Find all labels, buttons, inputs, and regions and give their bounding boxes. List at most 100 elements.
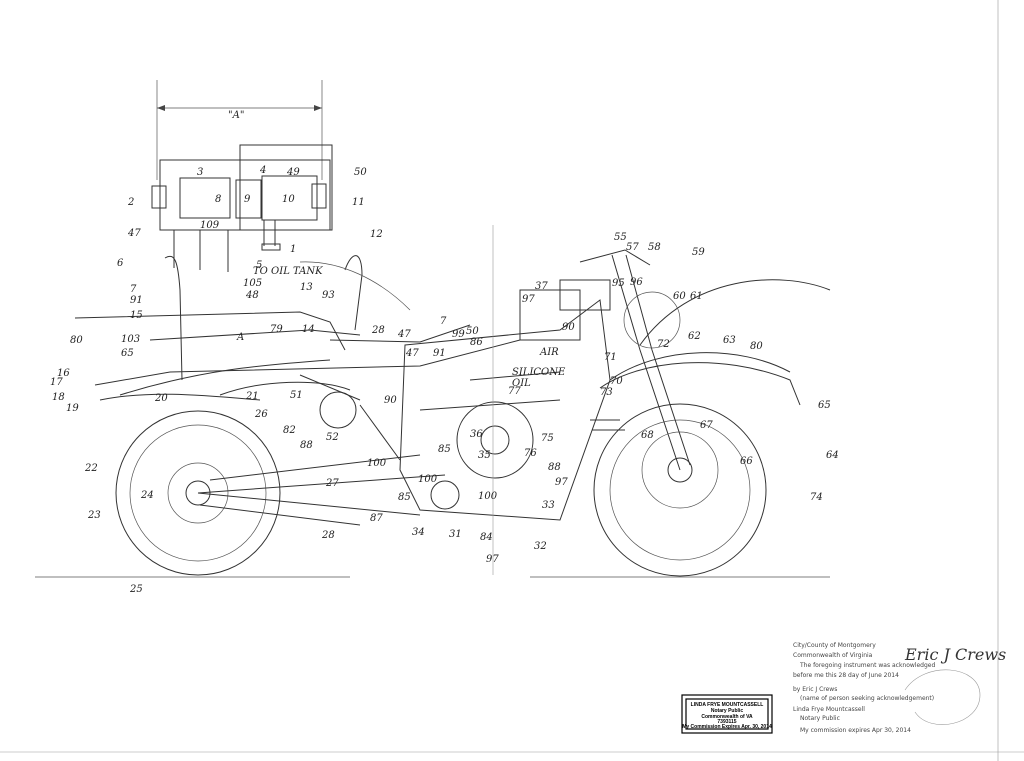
swing-arm [197,374,446,526]
frame-outline [74,255,521,401]
callout-label: 6 [117,258,124,269]
callout-label: 1 [290,244,296,255]
callout-label: 11 [352,197,365,208]
callout-label: 13 [300,282,313,293]
callout-label: 76 [524,448,537,459]
callout-label: 47 [397,329,411,340]
callout-label: 84 [480,532,493,543]
callout-label: 5 [256,260,262,271]
callout-label: 64 [826,450,839,461]
callout-label: 88 [300,440,313,451]
callout-label: 96 [630,277,643,288]
notary-signature: Linda Frye Mountcassell [793,706,865,713]
stamp-expires: My Commission Expires Apr. 30, 2014 [682,724,772,730]
callout-label: 17 [50,377,63,388]
callout-label: 7 [130,284,137,295]
callout-label: 88 [548,462,561,473]
callout-label: 86 [470,337,483,348]
notary-ack-1: The foregoing instrument was acknowledge… [799,662,935,669]
callout-label: 16 [57,368,70,379]
callout-label: 73 [600,387,613,398]
stamp-reg: 7393115 [717,719,736,725]
callout-labels: 2 3 4 49 50 11 47 109 1 6 5 105 7 91 15 … [50,165,839,595]
notary-public: Notary Public [800,715,840,722]
callout-label: 100 [418,474,438,485]
callout-label: 79 [270,324,283,335]
callout-label: 90 [562,322,575,333]
callout-label: 105 [243,278,262,289]
callout-label: 48 [245,290,259,301]
dimension-a-label: "A" [228,110,244,121]
stamp-name: LINDA FRYE MOUNTCASSELL [691,702,764,708]
control-box [151,144,333,272]
callout-label: 58 [648,242,661,253]
notary-ack-2: before me this 28 day of June 2014 [793,672,899,679]
callout-label: 100 [367,458,387,469]
label-9: 9 [244,194,251,205]
stamp-state: Commonwealth of VA [701,714,753,720]
engine [399,279,611,521]
callout-label: 70 [610,376,623,387]
callout-label: 67 [700,420,713,431]
callout-label: 15 [130,310,143,321]
callout-label: 61 [690,291,703,302]
callout-label: 49 [286,167,300,178]
callout-label: 20 [154,393,168,404]
callout-label: 36 [470,429,483,440]
callout-label: 103 [121,334,140,345]
notary-block: City/County of Montgomery Commonwealth o… [793,642,1006,734]
callout-label: 37 [535,281,548,292]
callout-label: 27 [325,478,339,489]
callout-label: 24 [140,490,154,501]
oil-tank-label: TO OIL TANK [253,266,323,277]
callout-label: 97 [555,477,568,488]
callout-label: 32 [534,541,547,552]
callout-label: 72 [657,339,670,350]
silicone-label-1: SILICONE [512,367,566,378]
stamp-title: Notary Public [711,708,743,714]
notary-county: City/County of Montgomery [793,642,876,649]
callout-label: 33 [542,500,555,511]
callout-label: 100 [478,491,498,502]
label-10: 10 [282,194,295,205]
front-wheel [593,403,767,577]
callout-label: 50 [354,167,367,178]
callout-label: 47 [405,348,419,359]
callout-label: 90 [384,395,397,406]
callout-label: 52 [326,432,339,443]
dimension-a: "A" [156,80,323,180]
label-8: 8 [215,194,221,205]
callout-label: 26 [254,409,268,420]
notary-stamp: LINDA FRYE MOUNTCASSELL Notary Public Co… [681,694,773,734]
callout-label: 87 [370,513,383,524]
rear-fender-arc [299,261,411,311]
callout-label: 74 [810,492,823,503]
callout-label: 68 [641,430,654,441]
callout-label: 65 [121,348,134,359]
front-fender [599,279,831,406]
callout-label: 18 [52,392,65,403]
rear-wheel [115,410,281,576]
callout-label: 28 [321,530,335,541]
callout-label: 47 [127,228,141,239]
callout-label: 19 [66,403,79,414]
callout-label: 60 [673,291,686,302]
callout-label: 7 [440,316,447,327]
callout-label: 34 [412,527,425,538]
callout-label: 22 [84,463,98,474]
notary-commission: My commission expires Apr 30, 2014 [800,727,911,734]
callout-label: 75 [541,433,554,444]
section-a-label: A [236,332,244,343]
callout-label: 91 [433,348,446,359]
callout-label: 62 [688,331,701,342]
notary-by: by Eric J Crews [793,686,837,693]
callout-label: 21 [245,391,259,402]
callout-label: 71 [604,352,617,363]
callout-label: 57 [626,242,639,253]
callout-label: 59 [692,247,705,258]
callout-label: 63 [723,335,736,346]
callout-label: 23 [87,510,101,521]
callout-label: 97 [522,294,535,305]
callout-label: 65 [818,400,831,411]
